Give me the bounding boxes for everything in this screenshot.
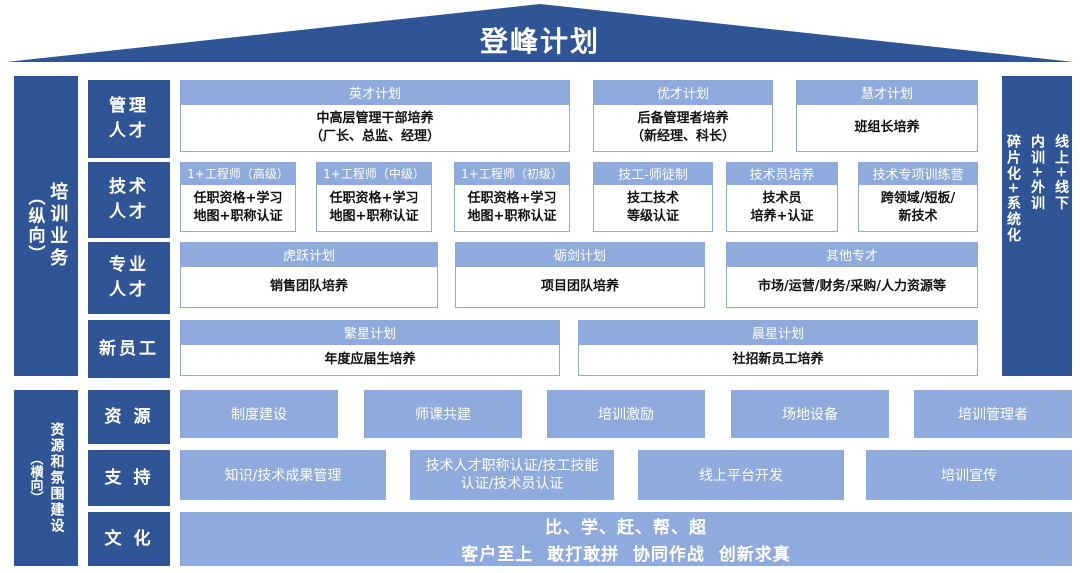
card-body: 跨领域/短板/ 新技术: [858, 184, 978, 232]
row-label-resources: 资 源: [88, 390, 170, 444]
resource-item-2: 师课共建: [364, 390, 522, 438]
card-title: 技术专项训练营: [858, 162, 978, 184]
card-professional-2: 砺剑计划 项目团队培养: [455, 242, 705, 308]
right-col-online: 线上+线下: [1053, 134, 1069, 212]
row-label-culture: 文 化: [88, 512, 170, 566]
card-body: 任职资格+学习 地图+职称认证: [316, 184, 432, 232]
card-management-3: 慧才计划 班组长培养: [796, 80, 978, 152]
left-resource-paren: （横向）: [27, 452, 43, 504]
left-resource-panel: （横向） 资源和氛围建设: [14, 390, 78, 566]
resource-item-1: 制度建设: [180, 390, 338, 438]
right-vertical-panel: 线上+线下 内训+外训 碎片化+系统化: [1002, 76, 1072, 376]
card-body: 年度应届生培养: [180, 344, 560, 376]
card-technical-6: 技术专项训练营 跨领域/短板/ 新技术: [858, 162, 978, 232]
card-technical-5: 技术员培养 技术员 培养+认证: [726, 162, 838, 232]
card-body: 班组长培养: [796, 104, 978, 152]
page-title: 登峰计划: [479, 25, 600, 58]
left-resource-label: 资源和氛围建设: [48, 422, 65, 534]
card-title: 优才计划: [593, 80, 773, 104]
card-title: 技工-师徒制: [593, 162, 713, 184]
resource-item-5: 培训管理者: [914, 390, 1072, 438]
card-body: 技术员 培养+认证: [726, 184, 838, 232]
support-item-2: 技术人才职称认证/技工技能 认证/技术员认证: [410, 450, 614, 500]
card-title: 1+工程师（初级）: [454, 162, 570, 184]
support-item-1: 知识/技术成果管理: [180, 450, 386, 500]
culture-line-1: 比、学、赶、帮、超: [545, 518, 707, 538]
support-item-3: 线上平台开发: [638, 450, 844, 500]
card-body: 中高层管理干部培养 （厂长、总监、经理）: [180, 104, 570, 152]
left-vertical-label: 培训业务: [47, 182, 69, 270]
card-technical-2: 1+工程师（中级） 任职资格+学习 地图+职称认证: [316, 162, 432, 232]
card-title: 慧才计划: [796, 80, 978, 104]
resource-item-3: 培训激励: [547, 390, 705, 438]
right-col-fragment: 碎片化+系统化: [1005, 134, 1021, 244]
card-new-staff-2: 晨星计划 社招新员工培养: [578, 320, 978, 376]
card-title: 虎跃计划: [180, 242, 438, 266]
card-title: 英才计划: [180, 80, 570, 104]
card-title: 1+工程师（中级）: [316, 162, 432, 184]
card-title: 其他专才: [726, 242, 978, 266]
card-technical-1: 1+工程师（高级） 任职资格+学习 地图+职称认证: [180, 162, 296, 232]
right-col-internal: 内训+外训: [1029, 134, 1045, 212]
row-label-professional: 专业 人才: [88, 242, 170, 314]
resource-item-4: 场地设备: [731, 390, 889, 438]
row-label-new-staff: 新员工: [88, 320, 170, 378]
card-technical-4: 技工-师徒制 技工技术 等级认证: [593, 162, 713, 232]
card-body: 社招新员工培养: [578, 344, 978, 376]
row-label-management: 管理 人才: [88, 80, 170, 158]
card-body: 后备管理者培养 （新经理、科长）: [593, 104, 773, 152]
row-label-support: 支 持: [88, 450, 170, 506]
culture-panel: 比、学、赶、帮、超 客户至上 敢打敢拼 协同作战 创新求真: [180, 512, 1072, 566]
row-label-technical: 技术 人才: [88, 162, 170, 238]
roof: [6, 4, 1074, 62]
card-body: 项目团队培养: [455, 266, 705, 308]
roof-shape: [6, 4, 1074, 62]
culture-line-2: 客户至上 敢打敢拼 协同作战 创新求真: [461, 545, 791, 565]
support-item-4: 培训宣传: [866, 450, 1072, 500]
card-technical-3: 1+工程师（初级） 任职资格+学习 地图+职称认证: [454, 162, 570, 232]
card-title: 繁星计划: [180, 320, 560, 344]
card-new-staff-1: 繁星计划 年度应届生培养: [180, 320, 560, 376]
card-body: 任职资格+学习 地图+职称认证: [454, 184, 570, 232]
card-body: 销售团队培养: [180, 266, 438, 308]
card-title: 1+工程师（高级）: [180, 162, 296, 184]
card-body: 市场/运营/财务/采购/人力资源等: [726, 266, 978, 308]
card-title: 技术员培养: [726, 162, 838, 184]
card-body: 技工技术 等级认证: [593, 184, 713, 232]
card-management-2: 优才计划 后备管理者培养 （新经理、科长）: [593, 80, 773, 152]
card-professional-3: 其他专才 市场/运营/财务/采购/人力资源等: [726, 242, 978, 308]
card-management-1: 英才计划 中高层管理干部培养 （厂长、总监、经理）: [180, 80, 570, 152]
left-vertical-paren: （纵向）: [24, 188, 45, 264]
card-body: 任职资格+学习 地图+职称认证: [180, 184, 296, 232]
left-vertical-panel: （纵向） 培训业务: [14, 76, 78, 376]
card-title: 砺剑计划: [455, 242, 705, 266]
card-title: 晨星计划: [578, 320, 978, 344]
card-professional-1: 虎跃计划 销售团队培养: [180, 242, 438, 308]
